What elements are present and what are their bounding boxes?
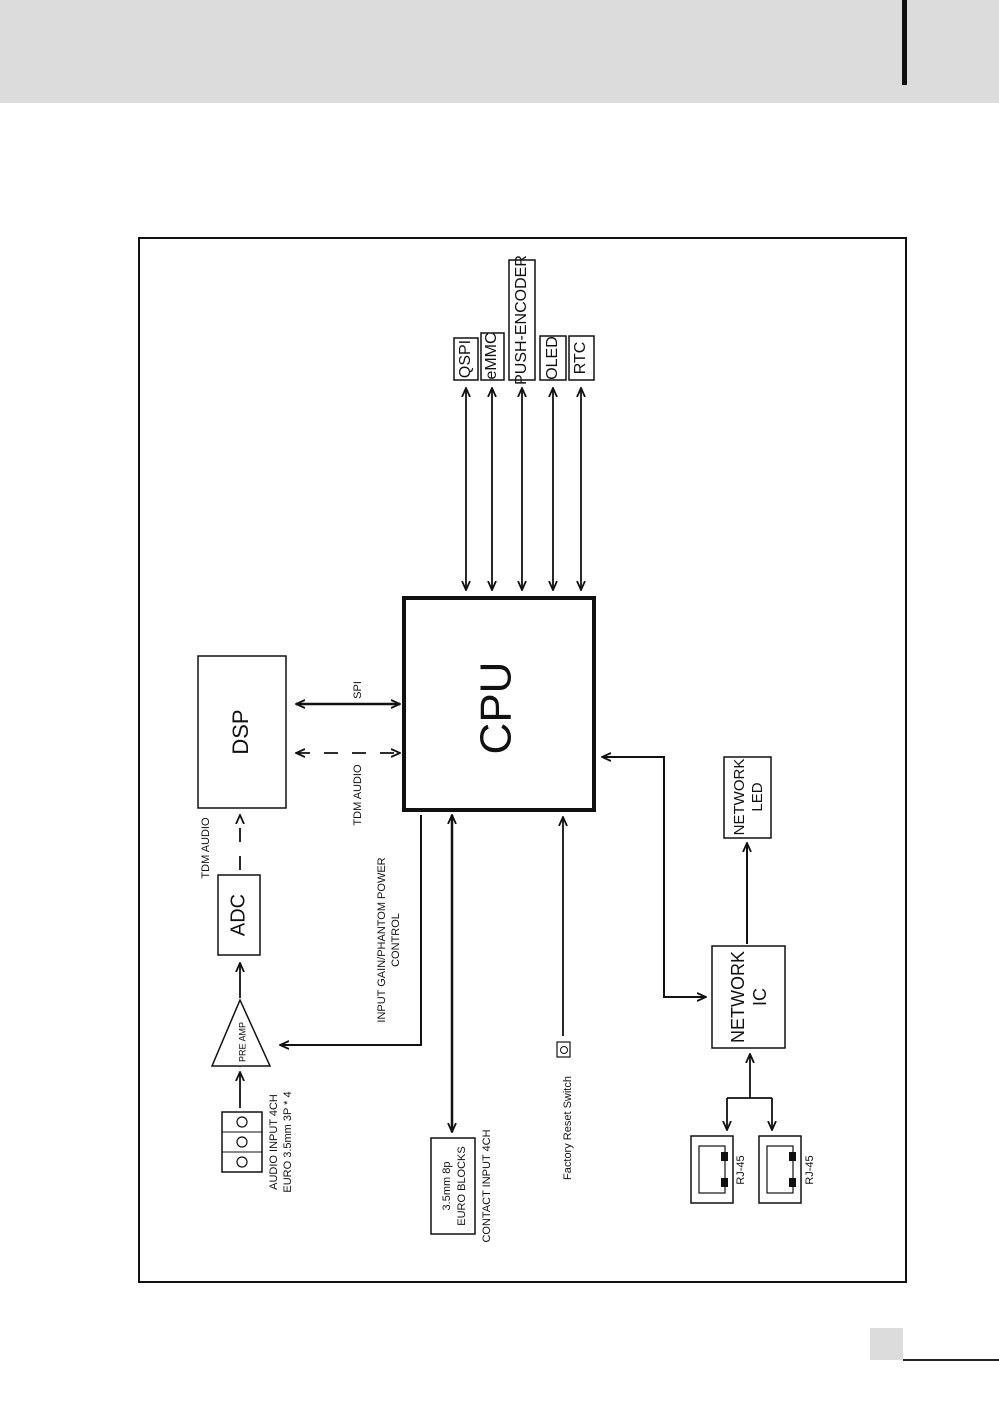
peripheral-qspi-label: QSPI: [457, 340, 474, 378]
footer-rule: [903, 1359, 999, 1361]
network-ic-label-line2: IC: [750, 988, 770, 1006]
rj45-a-label: RJ-45: [735, 1155, 747, 1184]
euro-blocks-label-line2: EURO BLOCKS: [456, 1146, 468, 1225]
peripheral-oled-label: OLED: [544, 336, 561, 380]
gain-label-line1: INPUT GAIN/PHANTOM POWER: [376, 857, 388, 1022]
peripheral-oled: OLED: [540, 336, 566, 590]
network-ic-block: [712, 946, 785, 1048]
tdm-audio-dsp-label: TDM AUDIO: [352, 764, 364, 826]
page-number-box: [870, 1328, 903, 1360]
network-led-label-line2: LED: [749, 782, 766, 811]
spi-label: SPI: [352, 681, 364, 699]
preamp-label: PRE AMP: [237, 1022, 247, 1062]
euro-blocks-block: [431, 1138, 475, 1234]
network-ic-label-line1: NETWORK: [728, 951, 748, 1043]
factory-reset-switch-icon: [557, 1042, 570, 1057]
peripheral-push-encoder-label: PUSH-ENCODER: [513, 255, 530, 385]
peripheral-rtc-label: RTC: [572, 342, 589, 375]
peripheral-emmc: eMMC: [481, 332, 504, 590]
audio-input-label-line1: AUDIO INPUT 4CH: [268, 1094, 280, 1190]
network-led-label-line1: NETWORK: [731, 759, 748, 836]
rj45-port-a: [691, 1136, 733, 1203]
peripheral-qspi: QSPI: [454, 338, 478, 590]
tdm-audio-adc-label: TDM AUDIO: [200, 817, 212, 879]
peripheral-emmc-label: eMMC: [483, 332, 500, 379]
adc-label: ADC: [227, 894, 249, 936]
cpu-label: CPU: [472, 662, 521, 755]
gain-label-line2: CONTROL: [390, 913, 402, 967]
audio-input-connector: [222, 1112, 262, 1172]
dsp-label: DSP: [228, 709, 253, 754]
cpu-network-link: [602, 757, 706, 997]
contact-input-label: CONTACT INPUT 4CH: [481, 1129, 493, 1242]
peripheral-push-encoder: PUSH-ENCODER: [509, 255, 535, 590]
euro-blocks-label-line1: 3.5mm 8p: [441, 1162, 453, 1211]
audio-input-label-line2: EURO 3.5mm 3P * 4: [282, 1091, 294, 1192]
peripheral-rtc: RTC: [569, 336, 594, 590]
factory-reset-label: Factory Reset Switch: [562, 1076, 574, 1180]
rj45-port-b: [759, 1136, 801, 1203]
rj45-b-label: RJ-45: [804, 1155, 816, 1184]
